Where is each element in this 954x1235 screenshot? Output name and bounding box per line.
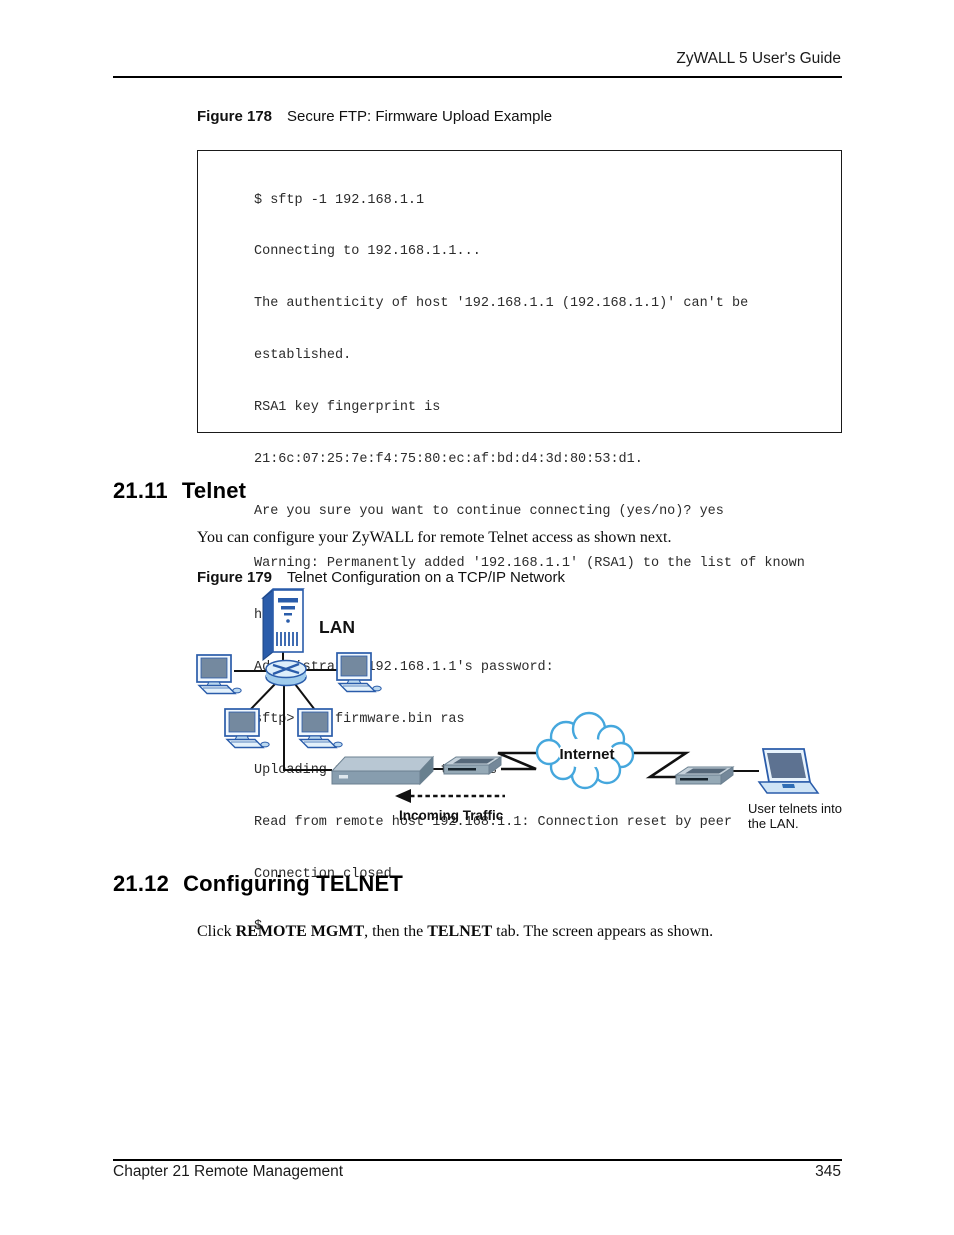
- network-links: [234, 651, 759, 772]
- hub-icon: [265, 659, 307, 687]
- section-title: Configuring TELNET: [183, 871, 403, 896]
- telnet-bold: TELNET: [427, 923, 493, 940]
- desktop-pc-icon: [224, 708, 271, 749]
- code-example-box: $ sftp -1 192.168.1.1 Connecting to 192.…: [197, 150, 842, 934]
- footer-chapter-label: Chapter 21 Remote Management: [113, 1163, 344, 1180]
- code-line: Connection closed: [254, 867, 392, 883]
- code-line: Connecting to 192.168.1.1...: [254, 244, 481, 260]
- remote-mgmt-bold: REMOTE MGMT: [235, 923, 365, 940]
- incoming-traffic-label: Incoming Traffic: [399, 808, 504, 823]
- user-note-line1: User telnets into: [748, 801, 842, 816]
- code-line: $: [254, 919, 263, 935]
- figure-179-caption: Figure 179 Telnet Configuration on a TCP/…: [197, 569, 565, 586]
- paragraph-telnet: You can configure your ZyWALL for remote…: [197, 529, 672, 546]
- figure-179-title: Telnet Configuration on a TCP/IP Network: [287, 569, 565, 586]
- desktop-pc-icon: [297, 708, 344, 749]
- internet-label: Internet: [559, 746, 614, 763]
- figure-178-title: Secure FTP: Firmware Upload Example: [287, 108, 553, 125]
- laptop-icon: [757, 748, 820, 794]
- desktop-pc-icon: [336, 652, 383, 693]
- network-diagram: LAN: [196, 588, 842, 831]
- paragraph-text: tab. The screen appears as shown.: [492, 923, 714, 940]
- figure-179-label: Figure 179: [197, 569, 273, 586]
- server-icon: [261, 588, 305, 662]
- code-line: Are you sure you want to continue connec…: [254, 503, 724, 519]
- code-line: Read from remote host 192.168.1.1: Conne…: [254, 815, 732, 831]
- lan-label: LAN: [319, 617, 355, 637]
- modem-icon: [675, 766, 734, 785]
- code-line: $ sftp -1 192.168.1.1: [254, 192, 425, 208]
- section-title: Telnet: [181, 478, 247, 503]
- section-heading-21-12: 21.12 Configuring TELNET: [113, 871, 403, 897]
- section-heading-21-11: 21.11 Telnet: [113, 478, 246, 504]
- code-line: Warning: Permanently added '192.168.1.1'…: [254, 555, 805, 571]
- modem-icon: [443, 756, 502, 775]
- header-title: ZyWALL 5 User's Guide: [676, 50, 841, 67]
- incoming-traffic-arrow: [395, 789, 505, 803]
- zywall-firewall-icon: [330, 755, 435, 786]
- code-line: 21:6c:07:25:7e:f4:75:80:ec:af:bd:d4:3d:8…: [254, 452, 643, 468]
- internet-cloud-icon: [535, 711, 635, 790]
- code-line: RSA1 key fingerprint is: [254, 400, 441, 416]
- footer-rule: [113, 1159, 842, 1161]
- code-line: The authenticity of host '192.168.1.1 (1…: [254, 296, 749, 312]
- user-note-line2: the LAN.: [748, 816, 799, 831]
- paragraph-configuring-telnet: Click REMOTE MGMT, then the TELNET tab. …: [197, 923, 713, 941]
- footer-page-number: 345: [815, 1163, 841, 1180]
- header-rule: [113, 76, 842, 78]
- figure-178-caption: Figure 178 Secure FTP: Firmware Upload Ex…: [197, 108, 552, 125]
- paragraph-text: , then the: [364, 923, 428, 940]
- section-number: 21.12: [113, 871, 170, 896]
- figure-178-label: Figure 178: [197, 108, 273, 125]
- code-line: established.: [254, 348, 352, 364]
- wan-link-bolts: [497, 751, 691, 779]
- desktop-pc-icon: [196, 654, 243, 695]
- section-number: 21.11: [113, 478, 168, 503]
- paragraph-text: Click: [197, 923, 236, 940]
